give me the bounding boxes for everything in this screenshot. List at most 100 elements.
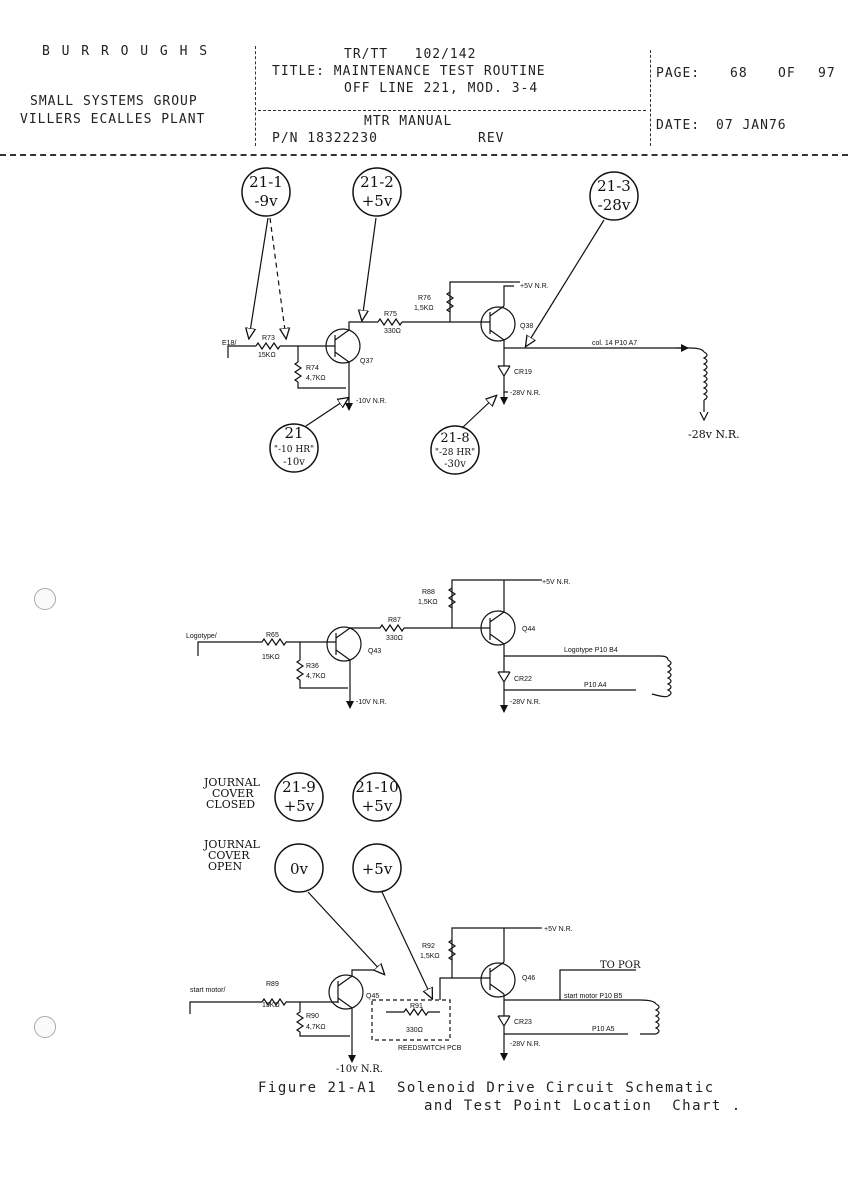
tp-21-3-voltage: -28v [598,196,631,214]
r88-branch [451,579,538,628]
r36-value: 4,7KΩ [306,673,326,680]
r90-resistor [295,1011,305,1033]
journal-closed-line3: CLOSED [206,798,255,811]
r76-resistor [445,291,455,313]
page-label: PAGE: [656,66,701,81]
tp-21-1-circle [241,167,291,217]
q46-label: Q46 [522,975,535,982]
tp-open-5v-voltage: +5v [362,860,393,878]
r87-value: 330Ω [386,635,403,642]
tp-21-1-arrow-dashed [269,217,286,338]
reedswitch-pcb-label: REEDSWITCH PCB [398,1045,462,1052]
c2-output-label-2: P10 A4 [584,682,607,689]
r90-value: 4,7KΩ [306,1024,326,1031]
r92-name: R92 [422,943,435,950]
tp-21-1-voltage: -9v [254,192,278,210]
r36-name: R36 [306,663,319,670]
r89-value: 15KΩ [262,1002,280,1009]
tp-21-2-voltage: +5v [362,192,393,210]
company-name: B U R R O U G H S [42,44,210,59]
c2-minus10-label: -10V N.R. [356,699,387,706]
tp-21-8-id: 21-8 [440,431,469,446]
r65-value: 15KΩ [262,654,280,661]
tp-21-3-id: 21-3 [597,177,631,195]
tp-21-10-arrow [381,891,432,998]
tp-21-8-circle [430,425,480,475]
solenoid-coil-3 [654,1003,660,1035]
r65-name: R65 [266,632,279,639]
c2-input-wire [197,641,262,656]
tp-21-9-circle [274,772,324,822]
tp-21-2-arrow [362,217,377,320]
plant-name: VILLERS ECALLES PLANT [20,112,206,127]
tp-21-2-id: 21-2 [360,173,394,191]
r91-value: 330Ω [406,1027,423,1034]
tp-21-7-line1: "-10 HR" [274,445,314,455]
q38-label: Q38 [520,323,533,330]
tp-21-7-circle [269,423,319,473]
cr19-label: CR19 [514,369,532,376]
r76-branch [449,281,512,322]
to-por-label: TO POR [600,960,641,971]
tp-21-3-circle [589,171,639,221]
tp-21-3-arrow [526,219,605,346]
r75-resistor [377,317,403,327]
header-divider-left [255,46,256,146]
q45-label: Q45 [366,993,379,1000]
q44-label: Q44 [522,626,535,633]
q45-transistor [328,974,364,1010]
c1-input-wire [227,345,256,358]
c3-input-label: start motor/ [190,987,225,994]
q44-transistor [480,610,516,646]
c1-input-label: E18/ [222,340,236,347]
tp-open-0v-voltage: 0v [290,860,309,878]
c2-input-label: Logotype/ [186,633,217,640]
tp-21-7-id: 21 [284,424,303,442]
c1-minus28-label: -28V N.R. [510,390,541,397]
header-bottom-rule [0,154,848,156]
r36-resistor [295,659,305,681]
figure-caption-line-1: Figure 21-A1 Solenoid Drive Circuit Sche… [258,1080,715,1096]
cr22-diode [497,671,511,684]
c3-output-label-2: P10 A5 [592,1026,615,1033]
c2-plus5-label: +5V N.R. [542,579,571,586]
journal-closed-line2: COVER [212,787,254,800]
r88-name: R88 [422,589,435,596]
cr19-diode [497,365,511,378]
group-name: SMALL SYSTEMS GROUP [30,94,198,109]
cr23-label: CR23 [514,1019,532,1026]
binder-hole-bottom [34,1016,56,1038]
r74-name: R74 [306,365,319,372]
r89-resistor [261,997,287,1007]
page-total: 97 [818,66,836,81]
title-separator [258,110,646,111]
r89-name: R89 [266,981,279,988]
q37-label: Q37 [360,358,373,365]
r90-name: R90 [306,1013,319,1020]
page-number: 68 [730,66,748,81]
r73-value: 15KΩ [258,352,276,359]
c3-minus28-label: -28V N.R. [510,1041,541,1048]
r75-name: R75 [384,311,397,318]
figure-caption-line-2: and Test Point Location Chart . [424,1098,742,1114]
journal-open-line2: COVER [208,849,250,862]
tp-21-10-id: 21-10 [355,778,398,796]
q38-transistor [480,306,516,342]
tp-21-10-circle [352,772,402,822]
reedswitch-pcb-outline [371,999,451,1041]
tp-21-9-voltage: +5v [284,797,315,815]
c2-minus28-label: -28V N.R. [510,699,541,706]
r74-value: 4,7KΩ [306,375,326,382]
r91-resistor [403,1007,429,1017]
r92-resistor [447,939,457,961]
header-divider-right [650,50,651,146]
part-number: P/N 18322230 [272,131,378,146]
date-value: 07 JAN76 [716,118,787,133]
circuit-2 [197,579,672,704]
journal-closed-line1: JOURNAL [203,776,261,789]
tp-21-1-id: 21-1 [249,173,283,191]
c3-output-label-1: start motor P10 B5 [564,993,622,1000]
tp-21-8-line1: "-28 HR" [435,448,475,458]
title-line-3: OFF LINE 221, MOD. 3-4 [344,81,539,96]
